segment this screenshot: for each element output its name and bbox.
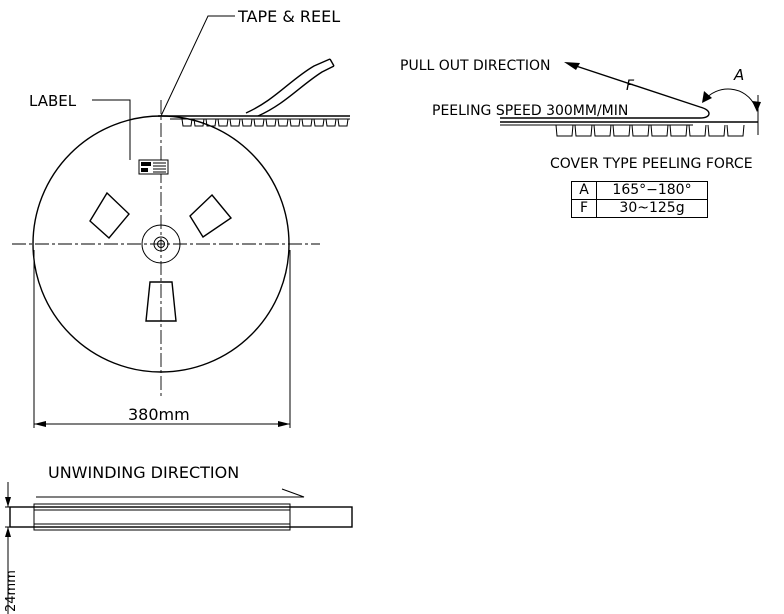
cover-tape-end (329, 58, 335, 67)
angle-arrow-right (752, 101, 761, 112)
dim-arrow-left (34, 421, 46, 427)
tape-reel-label: TAPE & REEL (237, 7, 340, 26)
cover-tape-fold (500, 65, 710, 119)
unwinding-arrow (36, 488, 305, 498)
width-arrow-top (5, 497, 11, 507)
tape-pockets (181, 118, 349, 127)
angle-arrow-left (702, 91, 712, 103)
reel-side-view (5, 482, 353, 614)
unwinding-direction-label: UNWINDING DIRECTION (48, 463, 239, 482)
cover-type-label: COVER TYPE PEELING FORCE (550, 156, 753, 172)
peeling-detail (500, 62, 761, 137)
cover-tape-lower (257, 65, 335, 117)
tape-reel-leader (160, 15, 235, 117)
width-arrow-bottom (5, 527, 11, 537)
cover-tape-upper (245, 58, 331, 114)
pull-direction-arrow (564, 62, 580, 70)
peeling-speed-label: PEELING SPEED 300MM/MIN (432, 103, 628, 119)
peeling-force-table: A 165°−180° F 30~125g (571, 181, 708, 218)
table-row: F 30~125g (571, 199, 708, 218)
force-value: 30~125g (596, 199, 708, 218)
label-callout: LABEL (29, 92, 77, 110)
force-key: F (571, 199, 597, 218)
force-key: A (571, 181, 597, 200)
side-view-flange (33, 503, 291, 531)
width-dimension-label: 24mm (4, 570, 19, 612)
force-marker: F (626, 78, 635, 94)
reel-window-bottom (145, 281, 177, 322)
reel-window-right (189, 193, 233, 238)
force-value: 165°−180° (596, 181, 708, 200)
label-leader (92, 99, 131, 160)
reel-front-view (12, 15, 350, 428)
dim-arrow-right (278, 421, 290, 427)
peel-pockets (555, 124, 745, 137)
side-view-outline (9, 506, 353, 528)
reel-window-left (89, 191, 130, 240)
pull-out-direction-label: PULL OUT DIRECTION (400, 58, 550, 74)
diameter-label: 380mm (128, 405, 190, 424)
angle-marker: A (733, 66, 744, 84)
angle-arc (703, 88, 757, 109)
table-row: A 165°−180° (571, 181, 708, 200)
label-patch (138, 159, 169, 175)
